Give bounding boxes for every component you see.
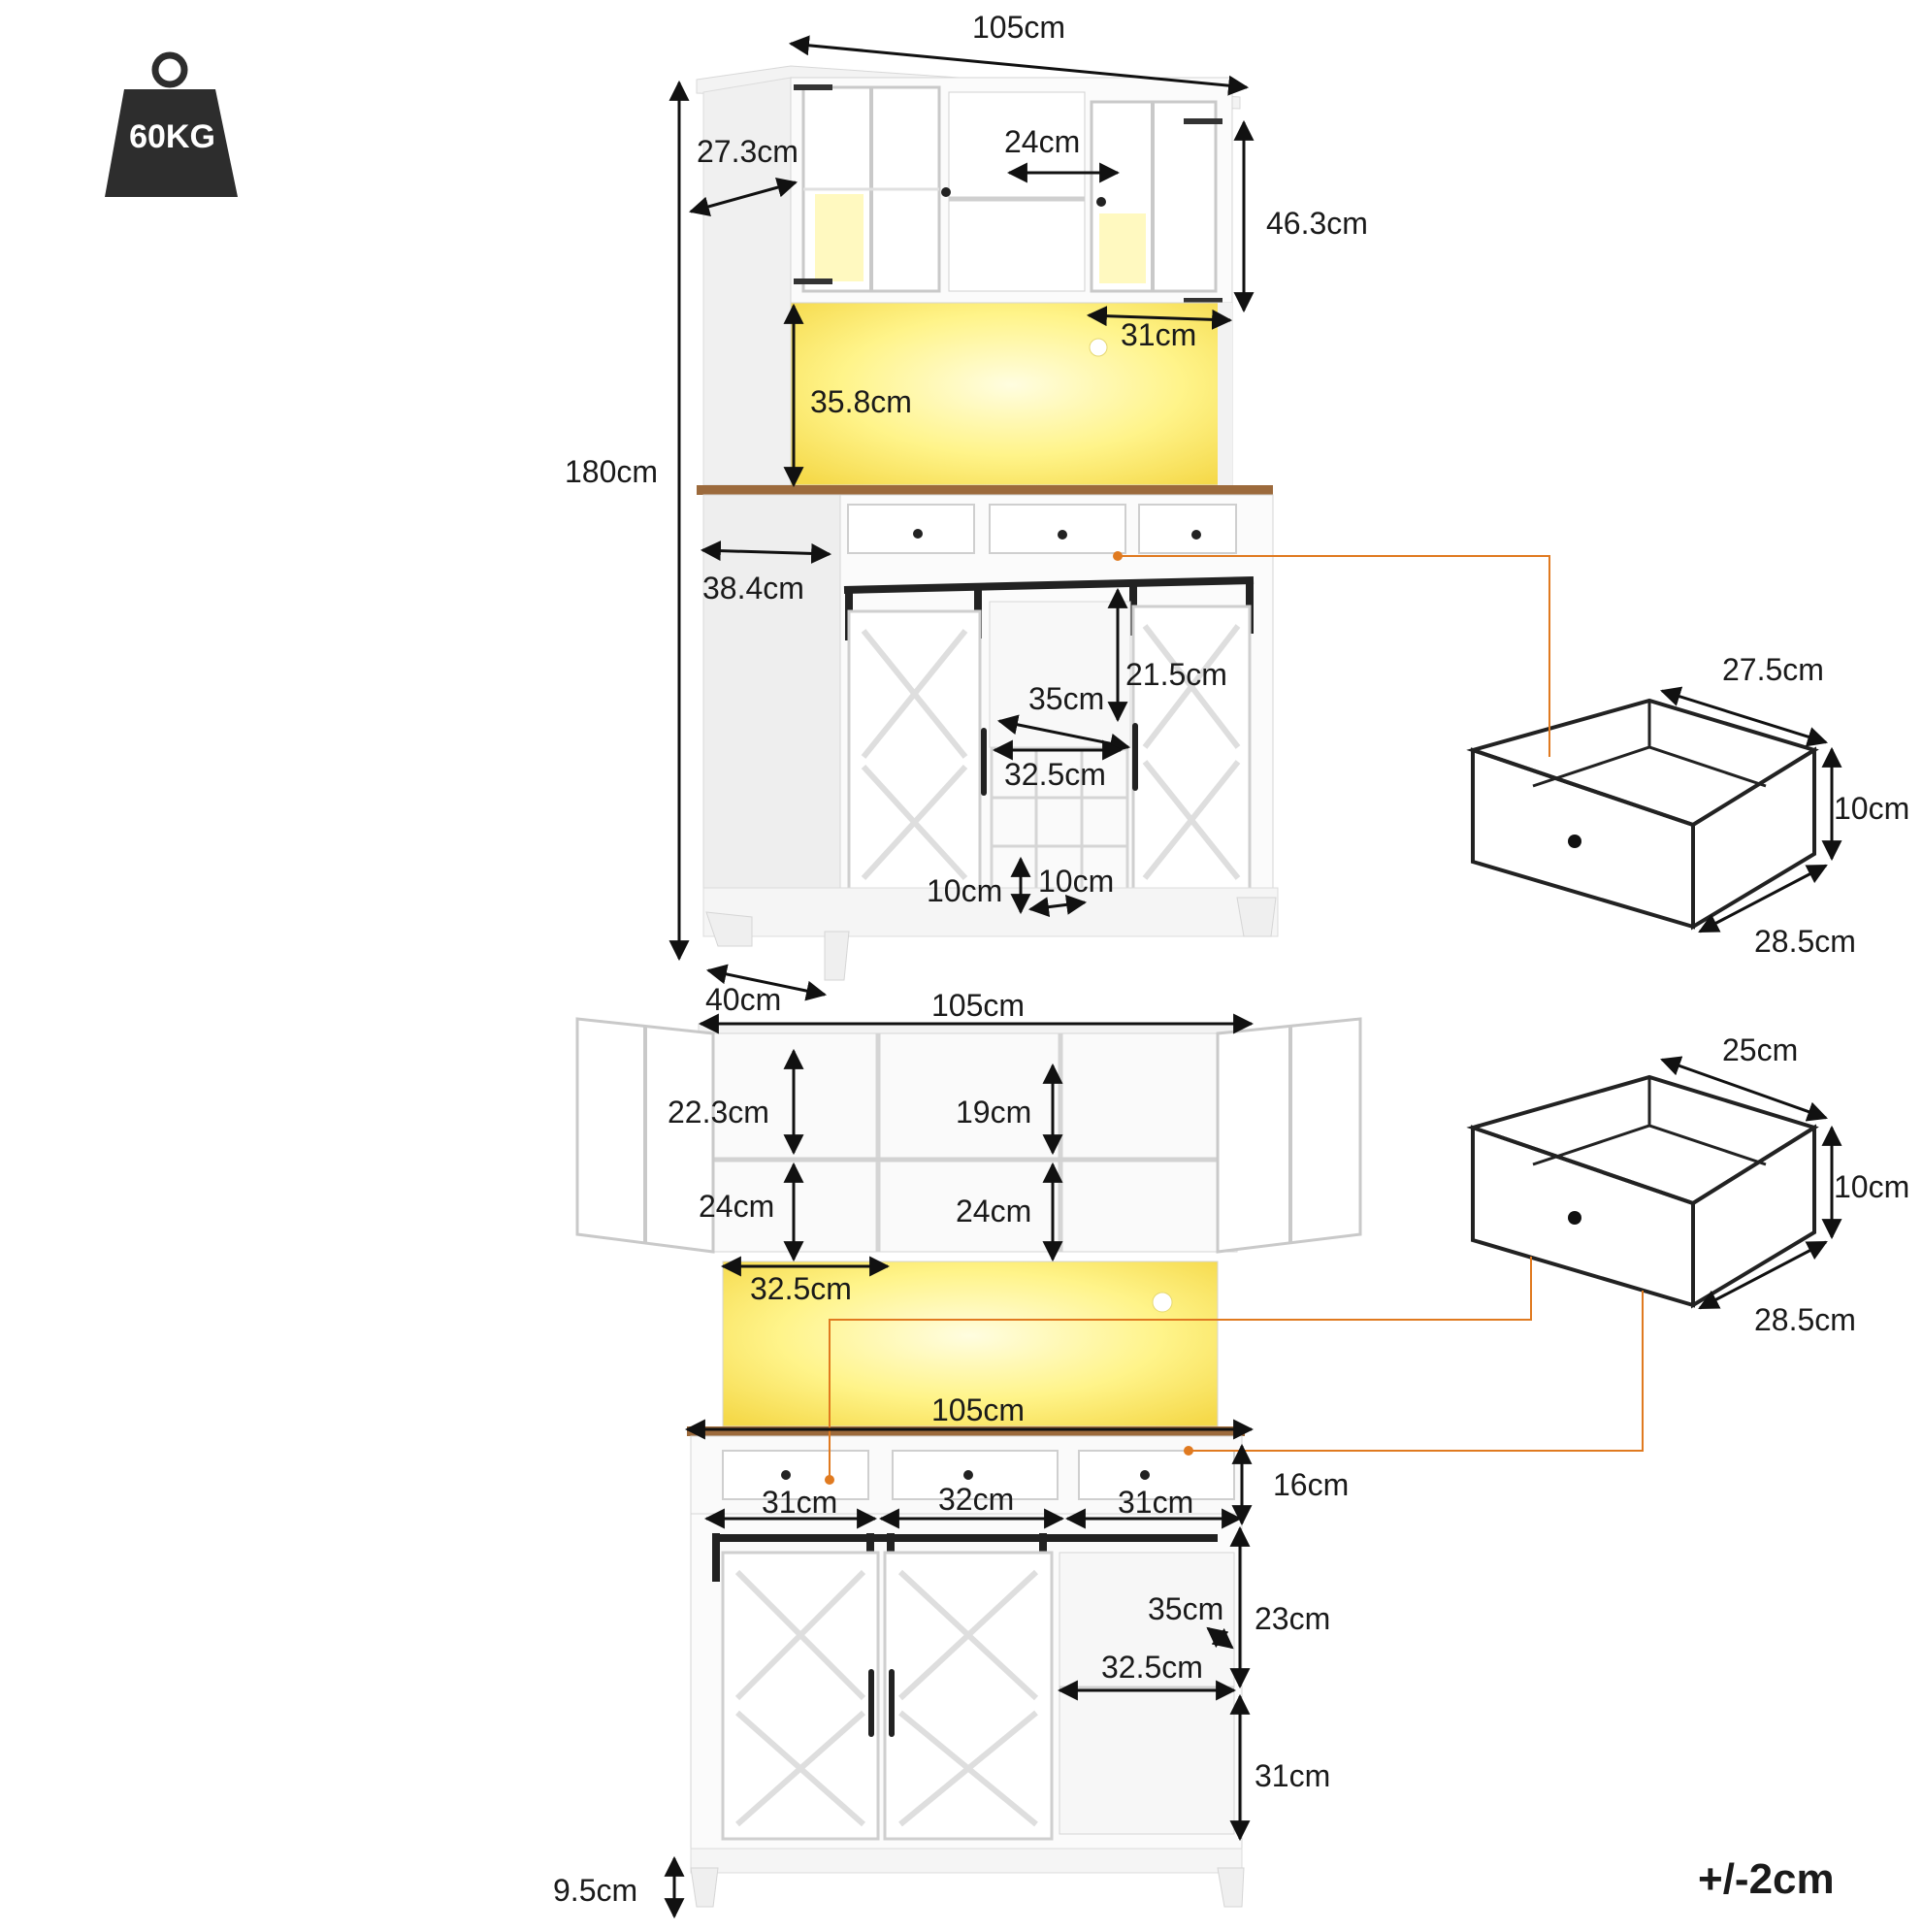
open-height-label: 35.8cm	[810, 384, 912, 419]
hutch-depth-label: 27.3cm	[697, 134, 799, 169]
side-shelf-height-label: 22.3cm	[668, 1095, 769, 1130]
center-lower-height-label: 24cm	[956, 1194, 1032, 1228]
base-depth-label: 38.4cm	[702, 571, 804, 606]
wine-width-label: 32.5cm	[1004, 757, 1106, 792]
side-lower-height-label: 24cm	[699, 1189, 775, 1224]
cabinet-lower-height-label: 31cm	[1255, 1758, 1331, 1793]
drawer-mid-width-label: 32cm	[938, 1482, 1015, 1517]
side-width-label: 32.5cm	[750, 1271, 852, 1306]
bottom-total-width-label: 105cm	[931, 988, 1026, 1023]
leg-height-label: 9.5cm	[553, 1873, 638, 1908]
leg-depth-label: 40cm	[705, 982, 782, 1017]
counter-width-label: 105cm	[931, 1392, 1026, 1427]
hutch-height-label: 46.3cm	[1266, 206, 1368, 241]
drawer-small-width-label: 25cm	[1722, 1032, 1799, 1067]
total-height-label: 180cm	[565, 454, 659, 489]
cabinet-width-label: 32.5cm	[1101, 1650, 1203, 1685]
hutch-bottom-width-label: 31cm	[1121, 317, 1197, 352]
top-cabinet	[696, 65, 1279, 981]
tolerance-label: +/-2cm	[1698, 1855, 1835, 1903]
dimension-arrows	[664, 35, 1842, 1919]
drawer-left-width-label: 31cm	[762, 1485, 838, 1520]
drawer-large-width-label: 27.5cm	[1722, 652, 1824, 687]
wine-height-label: 21.5cm	[1125, 657, 1227, 692]
weight-badge-label: 60KG	[129, 118, 215, 155]
cube-width-label: 10cm	[1038, 864, 1115, 899]
cabinet-upper-height-label: 23cm	[1255, 1601, 1331, 1636]
top-total-width-label: 105cm	[972, 10, 1066, 45]
weight-icon	[105, 51, 238, 197]
center-shelf-height-label: 19cm	[956, 1095, 1032, 1130]
drawer-height-label: 16cm	[1273, 1467, 1350, 1502]
drawer-large-drawing	[1466, 698, 1819, 931]
wine-depth-label: 35cm	[1028, 681, 1105, 716]
drawer-small-drawing	[1466, 1074, 1819, 1309]
leader-lines	[829, 555, 1644, 1480]
cabinet-depth-label: 35cm	[1148, 1591, 1224, 1626]
middle-shelf-width-label: 24cm	[1004, 124, 1081, 159]
drawer-right-width-label: 31cm	[1118, 1485, 1194, 1520]
drawer-large-depth-label: 28.5cm	[1754, 924, 1856, 959]
drawer-small-depth-label: 28.5cm	[1754, 1302, 1856, 1337]
cube-height-label: 10cm	[927, 873, 1003, 908]
drawer-small-height-label: 10cm	[1834, 1169, 1910, 1204]
drawer-large-height-label: 10cm	[1834, 791, 1910, 826]
